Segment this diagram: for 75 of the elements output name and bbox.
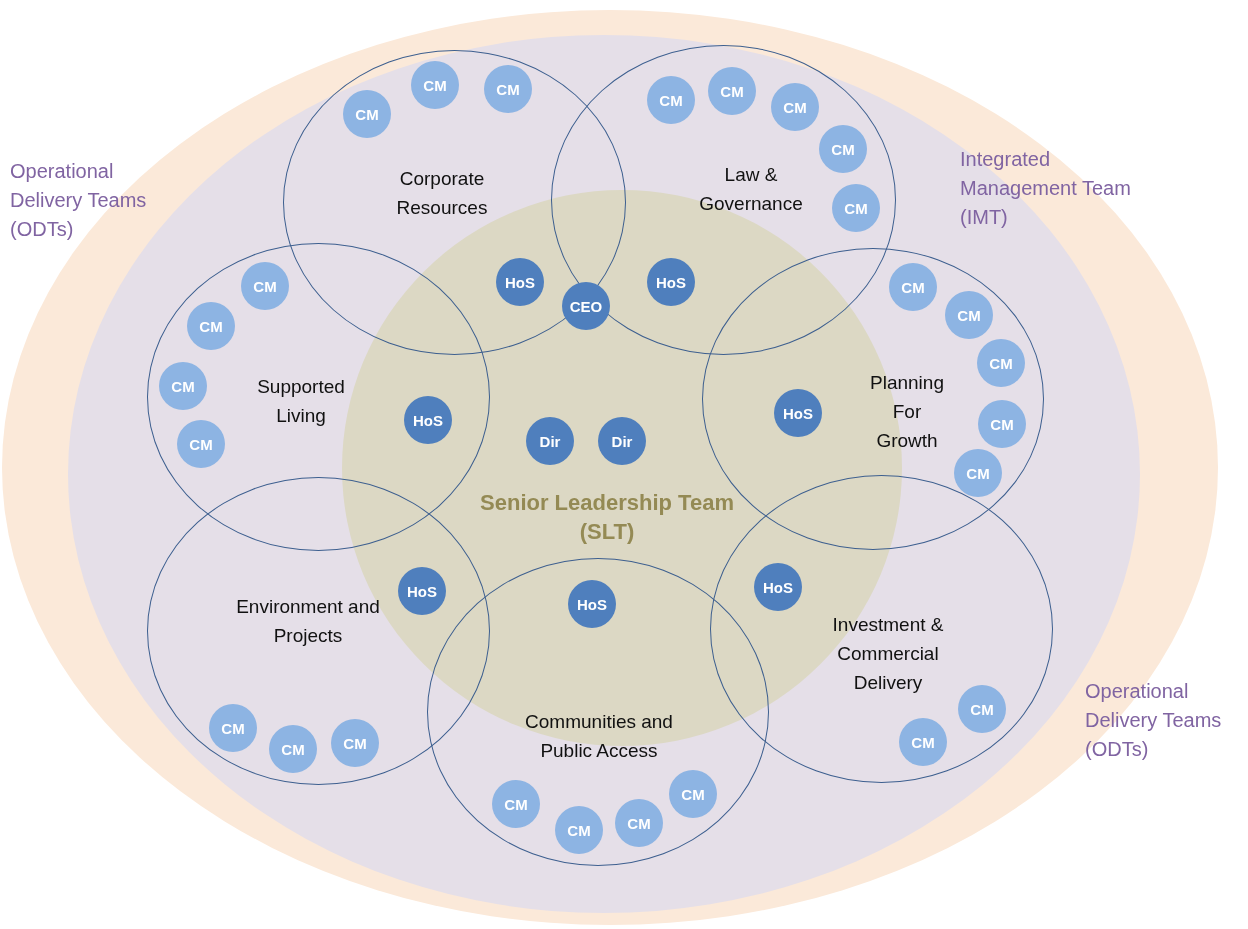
- member-circle: [945, 291, 993, 339]
- group-label: Communities and Public Access: [524, 710, 674, 763]
- member-label: CM: [627, 814, 651, 832]
- group-label: Law & Governance: [698, 163, 804, 216]
- member-circle: [889, 263, 937, 311]
- member-label: CM: [901, 278, 925, 296]
- member-label: CM: [171, 377, 195, 395]
- member-circle: [492, 780, 540, 828]
- member-label: CM: [281, 740, 305, 758]
- member-label: CM: [681, 785, 705, 803]
- member-label: CM: [720, 82, 744, 100]
- member-circle: [615, 799, 663, 847]
- member-label: HoS: [505, 273, 535, 291]
- member-circle: [177, 420, 225, 468]
- member-circle: [832, 184, 880, 232]
- member-label: CM: [831, 140, 855, 158]
- member-circle: [978, 400, 1026, 448]
- member-label: CM: [423, 76, 447, 94]
- member-label: CM: [844, 199, 868, 217]
- member-circle: [899, 718, 947, 766]
- member-circle: [159, 362, 207, 410]
- member-circle: [209, 704, 257, 752]
- member-label: CM: [783, 98, 807, 116]
- member-circle: [647, 76, 695, 124]
- group-label: Planning For Growth: [869, 370, 945, 453]
- member-label: CM: [567, 821, 591, 839]
- member-circle: [555, 806, 603, 854]
- member-label: CM: [199, 317, 223, 335]
- member-label: CM: [355, 105, 379, 123]
- member-label: CM: [990, 415, 1014, 433]
- member-circle: [411, 61, 459, 109]
- member-circle: [819, 125, 867, 173]
- member-label: HoS: [783, 404, 813, 422]
- group-label: Supported Living: [256, 375, 346, 428]
- member-circle: [269, 725, 317, 773]
- team-label: Operational Delivery Teams (ODTs): [10, 158, 148, 242]
- member-label: CM: [189, 435, 213, 453]
- member-circle: [958, 685, 1006, 733]
- team-label: Integrated Management Team (IMT): [960, 146, 1132, 230]
- member-circle: [241, 262, 289, 310]
- member-label: HoS: [656, 273, 686, 291]
- group-label: Investment & Commercial Delivery: [831, 612, 945, 695]
- team-label: Senior Leadership Team (SLT): [479, 489, 735, 546]
- group-label: Environment and Projects: [235, 595, 381, 648]
- member-label: CM: [343, 734, 367, 752]
- member-label: CM: [989, 354, 1013, 372]
- member-circle: [669, 770, 717, 818]
- member-label: Dir: [539, 432, 561, 450]
- member-circle: [331, 719, 379, 767]
- member-label: CM: [957, 306, 981, 324]
- member-label: HoS: [763, 578, 793, 596]
- member-label: CM: [966, 464, 990, 482]
- member-circle: [954, 449, 1002, 497]
- member-circle: [977, 339, 1025, 387]
- member-circle: [771, 83, 819, 131]
- group-label: Corporate Resources: [395, 167, 489, 220]
- member-label: CM: [504, 795, 528, 813]
- member-circle: [343, 90, 391, 138]
- member-label: HoS: [413, 411, 443, 429]
- member-label: CM: [911, 733, 935, 751]
- member-circle: [526, 417, 574, 465]
- member-label: CM: [659, 91, 683, 109]
- member-label: CM: [496, 80, 520, 98]
- member-label: Dir: [611, 432, 633, 450]
- team-label: Operational Delivery Teams (ODTs): [1085, 678, 1223, 762]
- member-label: CM: [970, 700, 994, 718]
- member-circle: [598, 417, 646, 465]
- member-label: CEO: [569, 297, 603, 315]
- member-label: HoS: [407, 582, 437, 600]
- member-circle: [708, 67, 756, 115]
- member-circle: [187, 302, 235, 350]
- member-label: CM: [253, 277, 277, 295]
- member-label: CM: [221, 719, 245, 737]
- member-label: HoS: [577, 595, 607, 613]
- member-circle: [484, 65, 532, 113]
